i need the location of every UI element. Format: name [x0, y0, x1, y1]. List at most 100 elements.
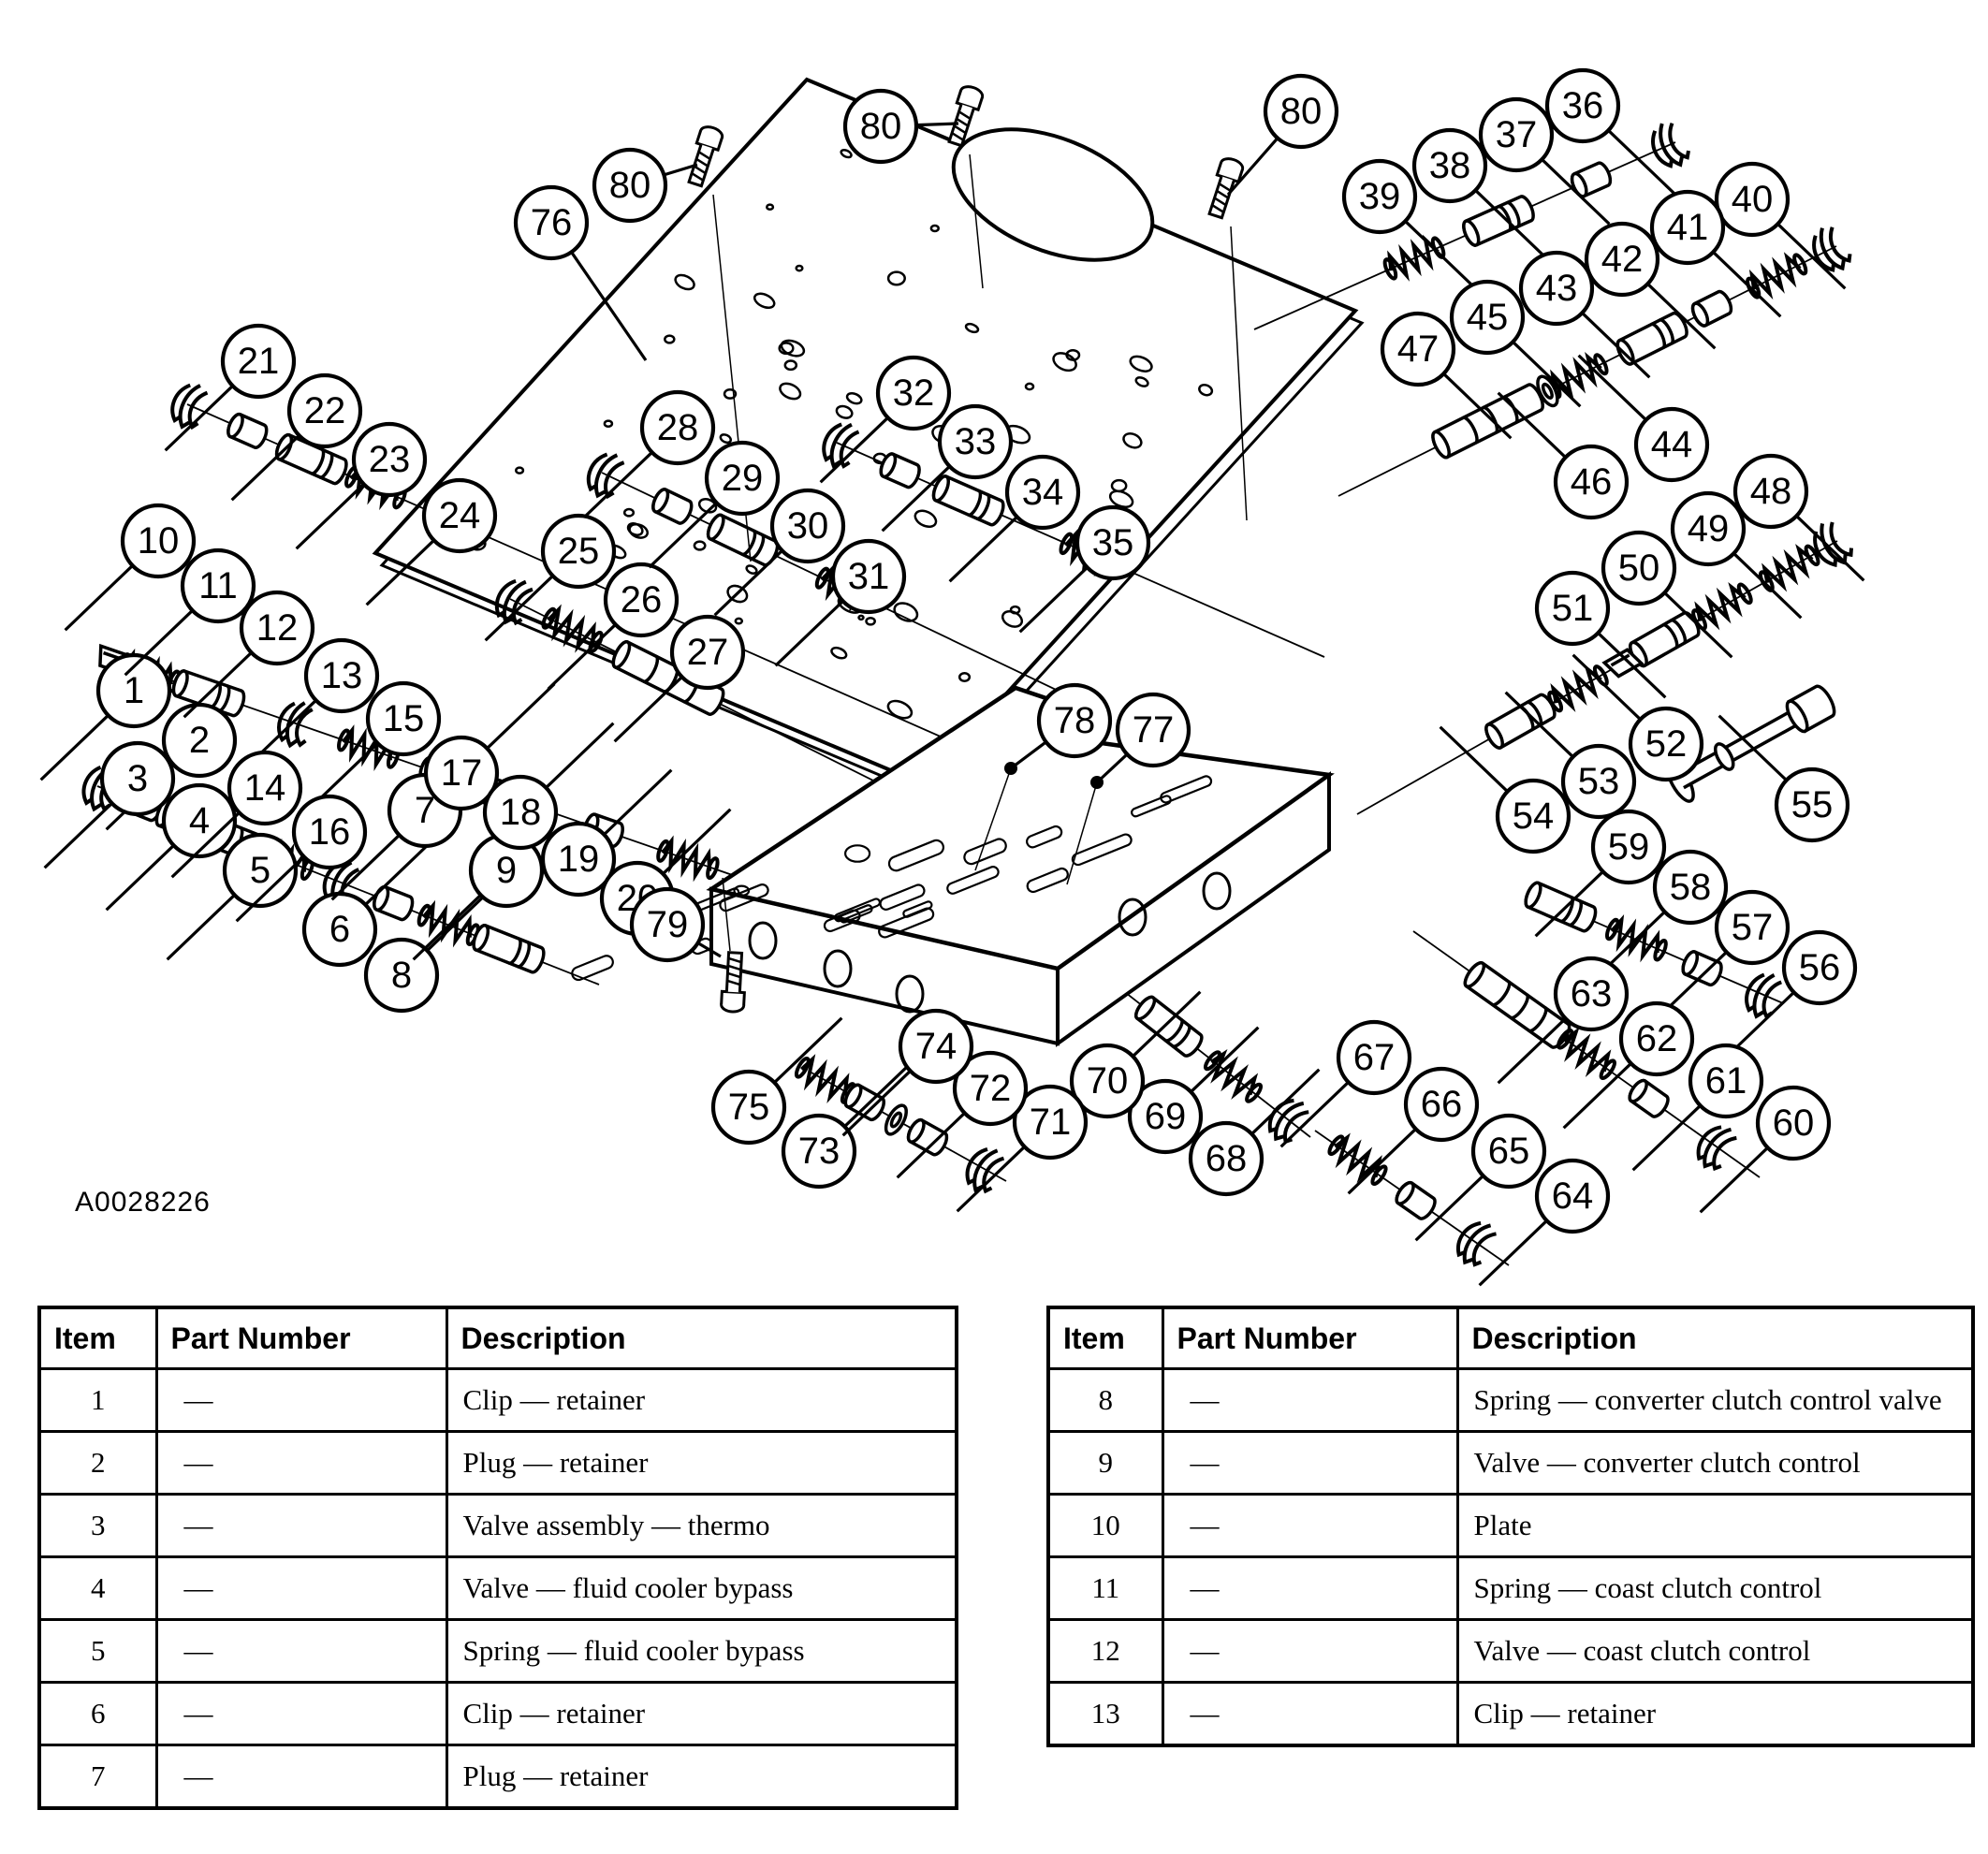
svg-text:67: 67	[1353, 1037, 1396, 1078]
table-row: 6—Clip — retainer	[37, 1681, 958, 1746]
callout-68: 68	[1188, 1068, 1321, 1197]
svg-text:10: 10	[138, 520, 180, 562]
callout-22: 22	[230, 372, 363, 502]
part-valve	[1481, 691, 1560, 752]
callout-29: 29	[648, 440, 781, 569]
callout-50: 50	[1601, 530, 1733, 659]
part-cell: —	[154, 1493, 448, 1558]
callout-12: 12	[183, 590, 315, 719]
part-cell: —	[1161, 1430, 1459, 1496]
svg-text:60: 60	[1773, 1102, 1815, 1144]
callout-34: 34	[948, 454, 1081, 583]
item-cell: 3	[37, 1493, 158, 1558]
header-cell-description: Description	[445, 1306, 958, 1370]
svg-text:62: 62	[1636, 1018, 1678, 1059]
svg-text:56: 56	[1799, 947, 1841, 988]
callout-52: 52	[1571, 653, 1704, 782]
svg-text:57: 57	[1732, 907, 1774, 948]
svg-text:36: 36	[1562, 85, 1604, 126]
callout-30: 30	[713, 488, 846, 617]
svg-text:80: 80	[1280, 91, 1323, 132]
part-plug	[903, 1116, 952, 1160]
svg-text:15: 15	[383, 698, 425, 739]
svg-text:29: 29	[722, 458, 764, 499]
svg-text:8: 8	[391, 955, 412, 996]
callout-11: 11	[124, 547, 256, 677]
callout-69: 69	[1127, 1026, 1260, 1155]
callout-67: 67	[1279, 1019, 1412, 1148]
part-plug	[1688, 287, 1736, 330]
part-plug	[1625, 1075, 1674, 1121]
svg-text:24: 24	[439, 495, 481, 536]
svg-text:37: 37	[1496, 114, 1538, 155]
part-valve	[1613, 309, 1692, 369]
svg-text:12: 12	[256, 607, 299, 649]
desc-cell: Spring — coast clutch control	[1455, 1555, 1975, 1621]
callout-19: 19	[540, 768, 673, 898]
svg-text:21: 21	[238, 341, 280, 382]
figure-label: A0028226	[75, 1187, 211, 1218]
table-row: 4—Valve — fluid cooler bypass	[37, 1555, 958, 1621]
callout-18: 18	[482, 722, 615, 851]
svg-text:55: 55	[1791, 784, 1834, 825]
svg-text:4: 4	[189, 800, 210, 841]
svg-text:51: 51	[1552, 588, 1594, 629]
callout-24: 24	[365, 477, 498, 606]
callout-51: 51	[1534, 570, 1667, 699]
svg-text:2: 2	[189, 720, 210, 761]
svg-text:31: 31	[848, 556, 890, 597]
part-spring	[1380, 233, 1449, 284]
item-cell: 12	[1046, 1618, 1164, 1684]
callout-27: 27	[613, 614, 746, 743]
callout-62: 62	[1562, 1000, 1695, 1130]
table-row: 3—Valve assembly — thermo	[37, 1493, 958, 1558]
callout-43: 43	[1518, 250, 1651, 379]
callouts: 1234567891011121314151617181920212223242…	[39, 67, 1865, 1287]
callout-8: 8	[363, 884, 496, 1014]
callout-61: 61	[1631, 1043, 1764, 1172]
callout-76: 76	[513, 184, 648, 361]
part-spring	[1553, 1025, 1620, 1084]
svg-text:16: 16	[309, 811, 351, 853]
svg-text:18: 18	[500, 792, 542, 833]
callout-38: 38	[1411, 127, 1544, 256]
item-cell: 11	[1046, 1555, 1164, 1621]
part-plug	[1392, 1178, 1440, 1223]
callout-64: 64	[1478, 1158, 1611, 1287]
svg-text:73: 73	[798, 1131, 841, 1172]
callout-40: 40	[1714, 161, 1847, 290]
callout-78: 78	[1010, 682, 1113, 770]
svg-text:35: 35	[1092, 522, 1134, 563]
callout-41: 41	[1649, 189, 1782, 318]
item-cell: 5	[37, 1618, 158, 1684]
header-cell-part-number: Part Number	[154, 1306, 448, 1370]
svg-text:69: 69	[1145, 1096, 1187, 1137]
callout-10: 10	[64, 503, 197, 632]
part-cell: —	[154, 1555, 448, 1621]
item-cell: 8	[1046, 1367, 1164, 1433]
part-cell: —	[1161, 1367, 1459, 1433]
svg-text:72: 72	[970, 1068, 1012, 1109]
callout-31: 31	[774, 538, 907, 667]
part-spring	[1323, 1131, 1392, 1190]
part-cell: —	[154, 1430, 448, 1496]
item-cell: 2	[37, 1430, 158, 1496]
table-row: 10—Plate	[1046, 1493, 1975, 1558]
svg-text:68: 68	[1206, 1138, 1248, 1179]
table-row: 8—Spring — converter clutch control valv…	[1046, 1367, 1975, 1433]
svg-text:14: 14	[244, 767, 286, 809]
part-washer	[880, 1101, 913, 1139]
desc-cell: Spring — fluid cooler bypass	[445, 1618, 958, 1684]
svg-text:43: 43	[1536, 268, 1578, 309]
callout-66: 66	[1347, 1066, 1480, 1195]
callout-49: 49	[1670, 490, 1803, 620]
desc-cell: Valve — converter clutch control	[1455, 1430, 1975, 1496]
svg-text:25: 25	[558, 531, 600, 572]
callout-47: 47	[1380, 311, 1513, 440]
part-plug	[370, 883, 417, 924]
callout-33: 33	[881, 403, 1014, 533]
callout-55: 55	[1718, 714, 1850, 843]
